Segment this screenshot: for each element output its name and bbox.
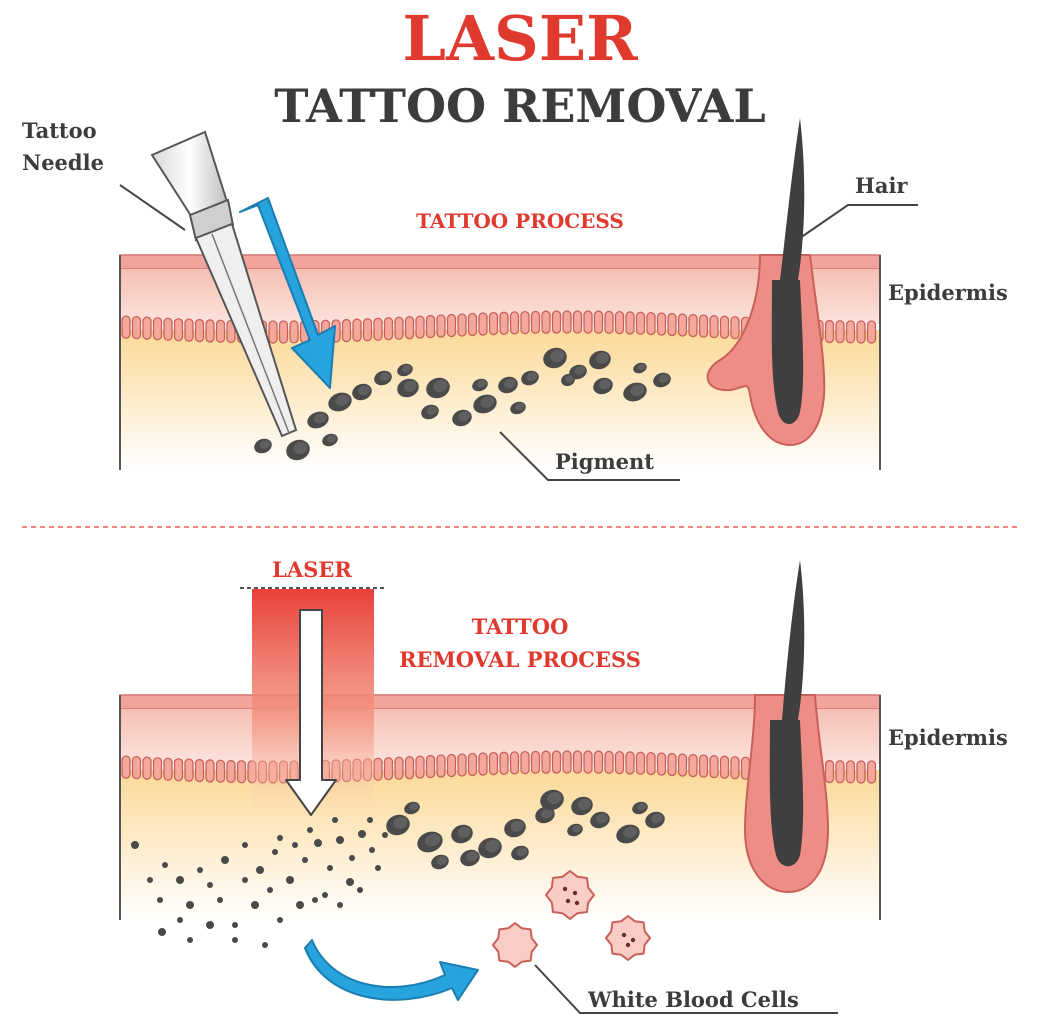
hair-label: Hair [855,173,908,198]
needle-label-line1: Tattoo [22,118,97,143]
white-blood-cells-label: White Blood Cells [587,987,799,1012]
title-tattoo-removal: TATTOO REMOVAL [274,79,766,133]
needle-label-line2: Needle [22,150,104,175]
title-laser: LASER [402,2,638,75]
laser-label: LASER [272,557,352,582]
bottom-epidermis-label: Epidermis [888,725,1008,750]
hair-leader-line [800,205,918,238]
pigment-label: Pigment [555,449,654,474]
top-hair-strand [780,118,804,280]
removal-process-label-line2: REMOVAL PROCESS [399,647,641,672]
bottom-hair-follicle [745,560,828,892]
bottom-hair-strand [782,560,804,720]
removal-process-label-line1: TATTOO [472,614,569,639]
top-epidermis-label: Epidermis [888,280,1008,305]
laser-beam [240,588,385,819]
clearance-arrow [305,940,478,1000]
top-process-label: TATTOO PROCESS [416,209,624,233]
